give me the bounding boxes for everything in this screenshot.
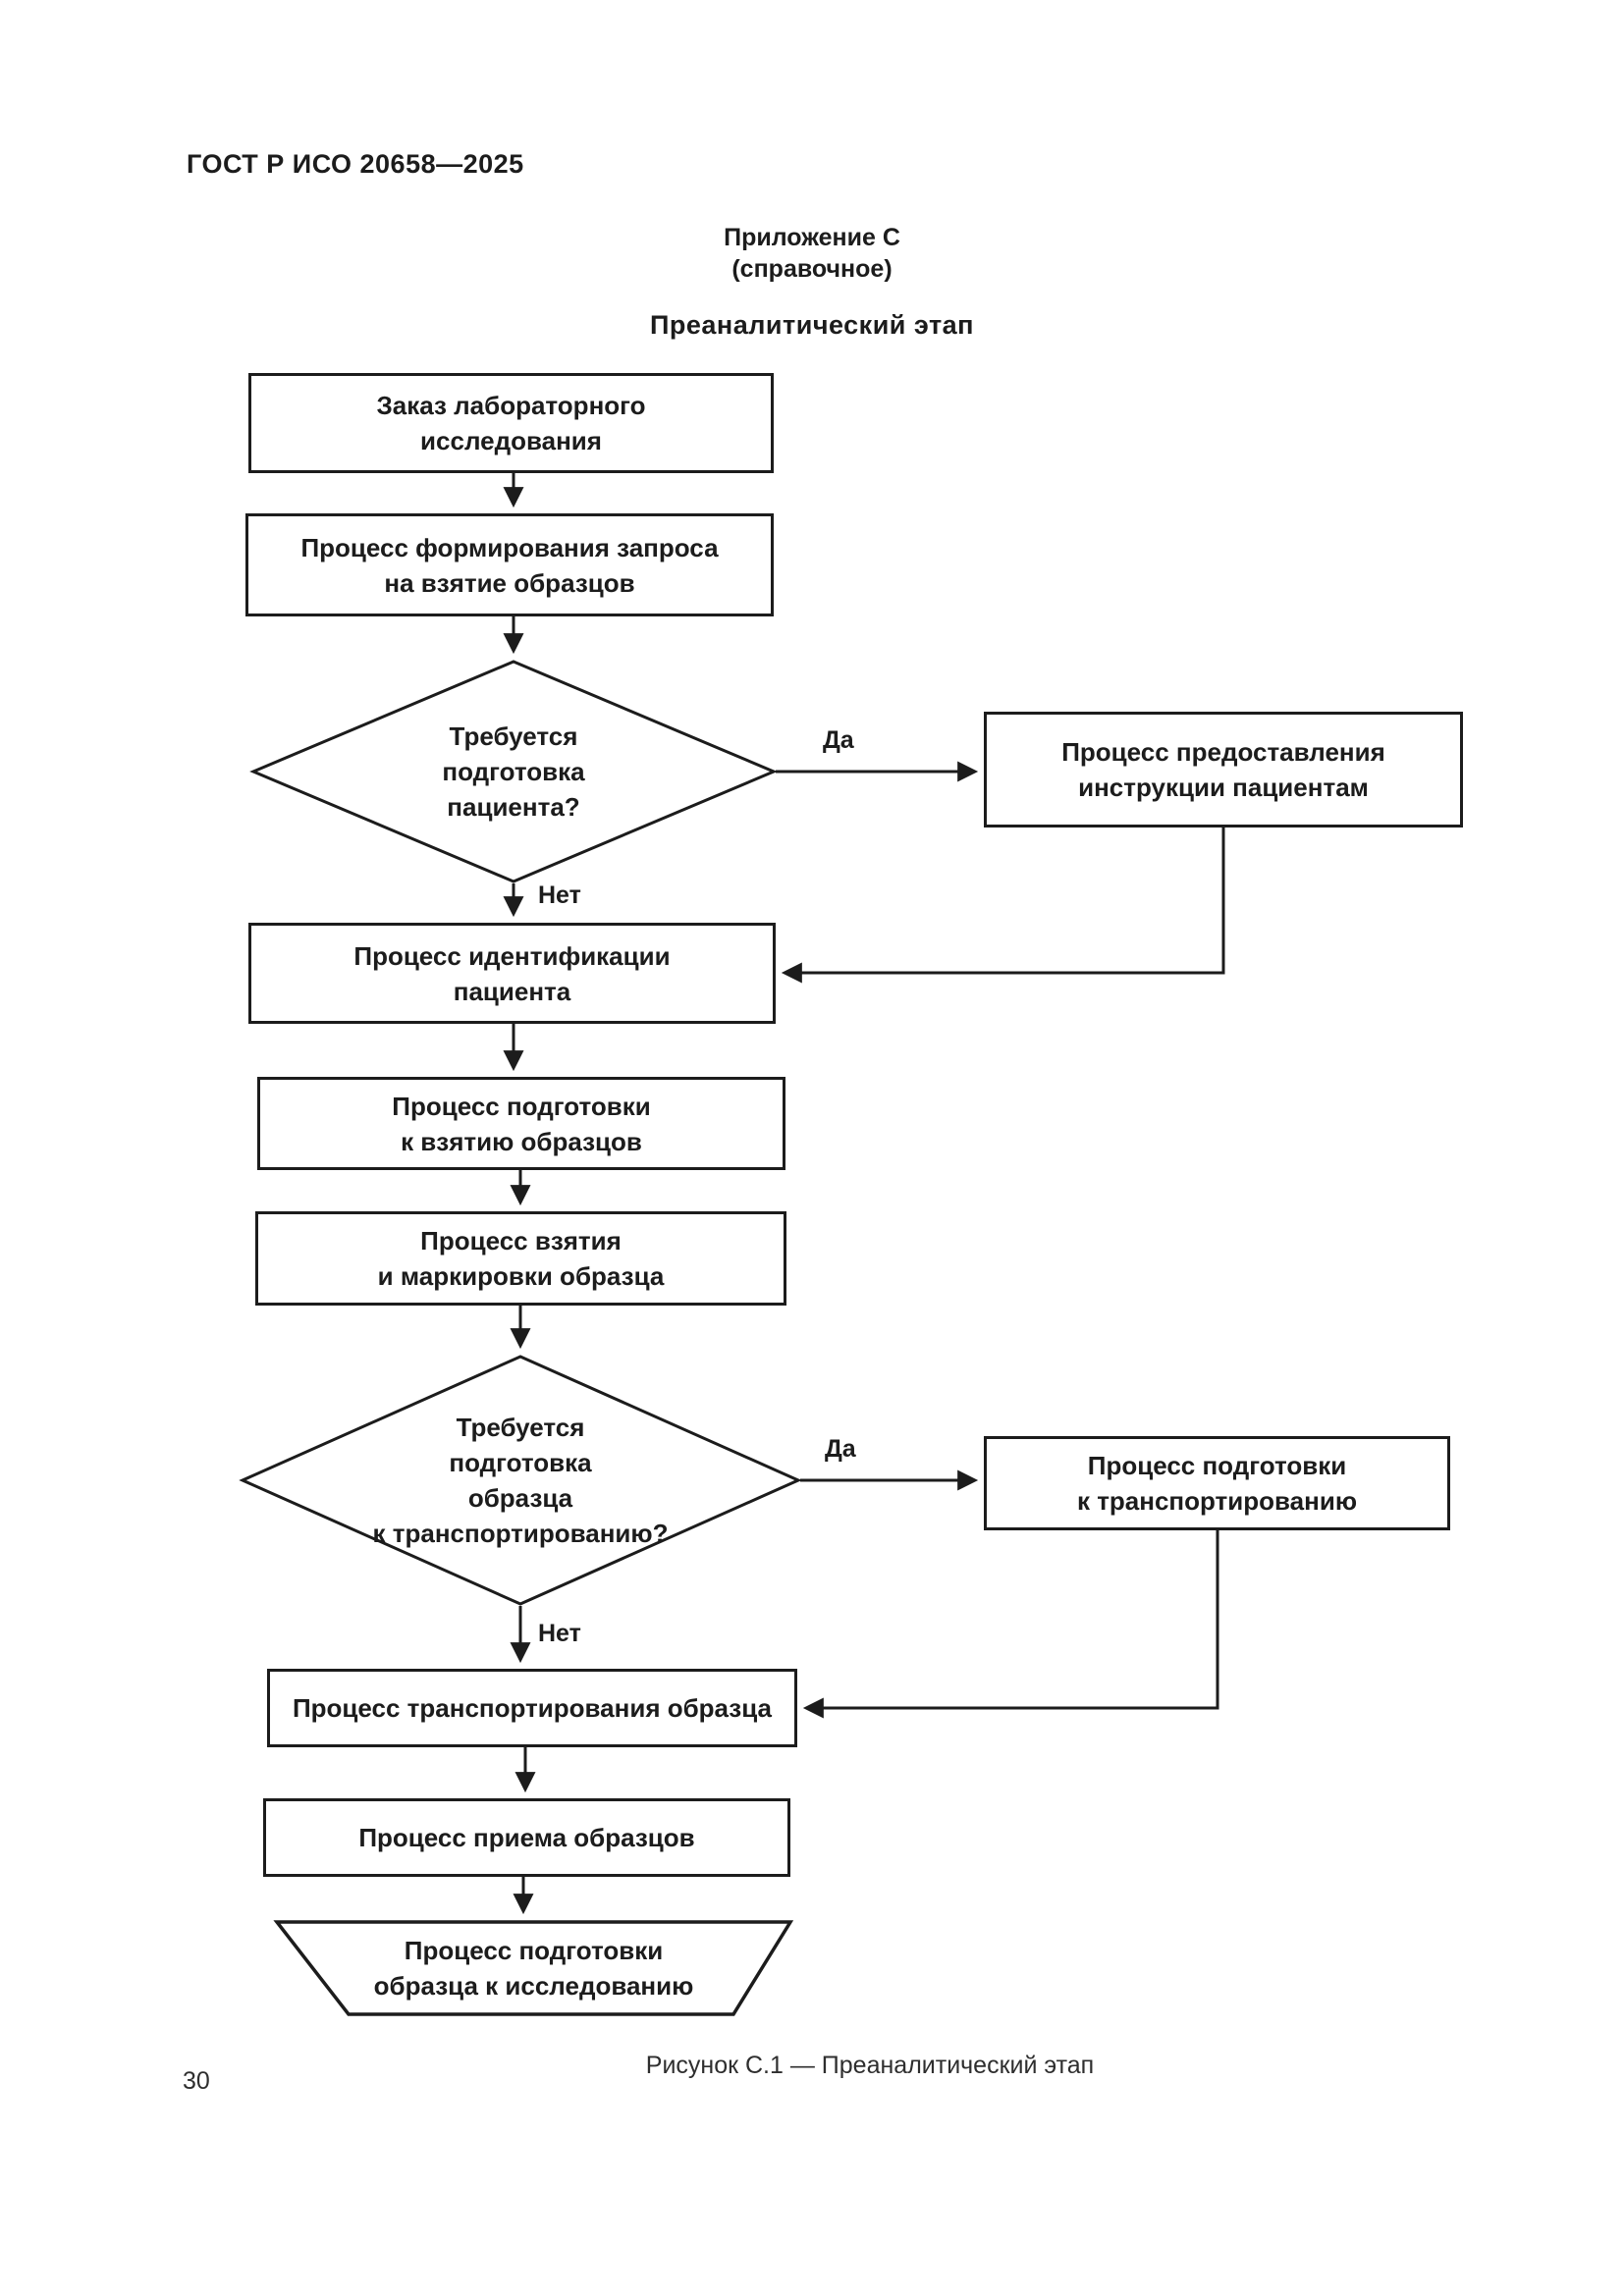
arrow-instructions-to-identification (781, 828, 1225, 984)
appendix-title: Приложение С (724, 224, 900, 251)
figure-caption: Рисунок С.1 — Преаналитический этап (645, 2052, 1095, 2079)
arrow-transportprep-to-transport (802, 1530, 1219, 1719)
branch-label-yes-2: Да (825, 1435, 856, 1463)
page-number: 30 (183, 2067, 210, 2095)
section-title: Преаналитический этап (650, 310, 974, 340)
diamond-shape (249, 660, 778, 883)
branch-label-yes-1: Да (823, 726, 854, 754)
node-sample-transport: Процесс транспортирования образца (267, 1669, 797, 1747)
node-sample-transport-label: Процесс транспортирования образца (292, 1693, 772, 1723)
branch-label-no-2: Нет (538, 1620, 581, 1647)
appendix-subtitle: (справочное) (731, 255, 893, 283)
node-sample-reception-label: Процесс приема образцов (358, 1823, 695, 1852)
diamond-shape (239, 1355, 802, 1606)
branch-label-no-1: Нет (538, 881, 581, 909)
node-sample-reception: Процесс приема образцов (263, 1798, 790, 1877)
trapezoid-shape (273, 1920, 794, 2016)
standard-code: ГОСТ Р ИСО 20658—2025 (187, 149, 524, 179)
